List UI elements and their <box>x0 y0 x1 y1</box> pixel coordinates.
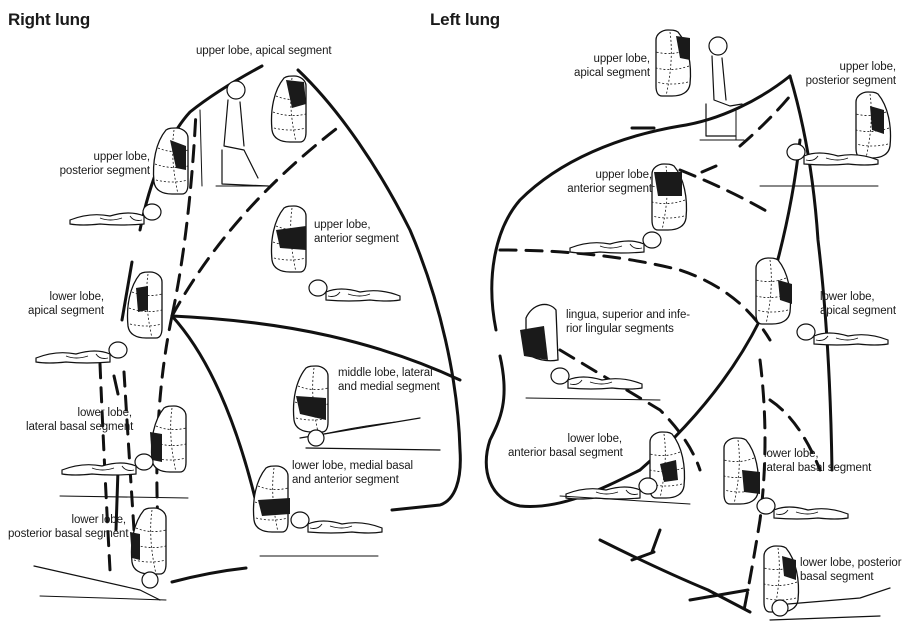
label-line: lower lobe, <box>508 432 622 446</box>
label-line: lower lobe, <box>26 406 132 420</box>
label-line: middle lobe, lateral <box>338 366 440 380</box>
label-line: posterior segment <box>56 164 150 178</box>
label-line: lower lobe, medial basal <box>292 459 413 473</box>
label-line: upper lobe, <box>570 52 650 66</box>
label-line: upper lobe, <box>800 60 896 74</box>
label-line: apical segment <box>18 304 104 318</box>
label-left-lower-apical: lower lobe, apical segment <box>820 290 896 318</box>
label-line: and anterior segment <box>292 473 413 487</box>
right-lung-title: Right lung <box>8 10 90 30</box>
label-left-lower-anterior: lower lobe, anterior basal segment <box>508 432 622 460</box>
label-line: anterior basal segment <box>508 446 622 460</box>
label-right-lower-apical: lower lobe, apical segment <box>18 290 104 318</box>
label-line: upper lobe, apical segment <box>196 44 332 58</box>
label-line: lower lobe, posterior <box>800 556 901 570</box>
label-line: lateral basal segment <box>764 461 871 475</box>
label-line: lower lobe, <box>820 290 896 304</box>
label-line: anterior segment <box>314 232 399 246</box>
label-line: rior lingular segments <box>566 322 690 336</box>
label-line: lower lobe, <box>8 513 126 527</box>
label-line: posterior basal segment <box>8 527 126 541</box>
label-right-lower-posterior: lower lobe, posterior basal segment <box>8 513 126 541</box>
label-right-middle: middle lobe, lateral and medial segment <box>338 366 440 394</box>
label-left-lower-lateral: lower lobe, lateral basal segment <box>764 447 871 475</box>
label-right-upper-posterior: upper lobe, posterior segment <box>56 150 150 178</box>
label-line: lower lobe, <box>764 447 871 461</box>
label-right-upper-anterior: upper lobe, anterior segment <box>314 218 399 246</box>
label-line: lower lobe, <box>18 290 104 304</box>
label-left-lower-posterior: lower lobe, posterior basal segment <box>800 556 901 584</box>
label-line: lingua, superior and infe- <box>566 308 690 322</box>
label-line: upper lobe, <box>56 150 150 164</box>
label-line: and medial segment <box>338 380 440 394</box>
left-upper-apical-illustration <box>656 30 744 140</box>
label-line: apical segment <box>820 304 896 318</box>
label-line: upper lobe, <box>314 218 399 232</box>
label-line: lateral basal segment <box>26 420 132 434</box>
label-left-lingula: lingua, superior and infe- rior lingular… <box>566 308 690 336</box>
label-right-lower-lateral: lower lobe, lateral basal segment <box>26 406 132 434</box>
label-line: apical segment <box>570 66 650 80</box>
label-line: posterior segment <box>800 74 896 88</box>
label-left-upper-anterior: upper lobe, anterior segment <box>566 168 652 196</box>
label-line: basal segment <box>800 570 901 584</box>
label-right-lower-medial: lower lobe, medial basal and anterior se… <box>292 459 413 487</box>
label-line: anterior segment <box>566 182 652 196</box>
label-line: upper lobe, <box>566 168 652 182</box>
label-right-upper-apical: upper lobe, apical segment <box>196 44 332 58</box>
label-left-upper-posterior: upper lobe, posterior segment <box>800 60 896 88</box>
left-lung-title: Left lung <box>430 10 500 30</box>
label-left-upper-apical: upper lobe, apical segment <box>570 52 650 80</box>
